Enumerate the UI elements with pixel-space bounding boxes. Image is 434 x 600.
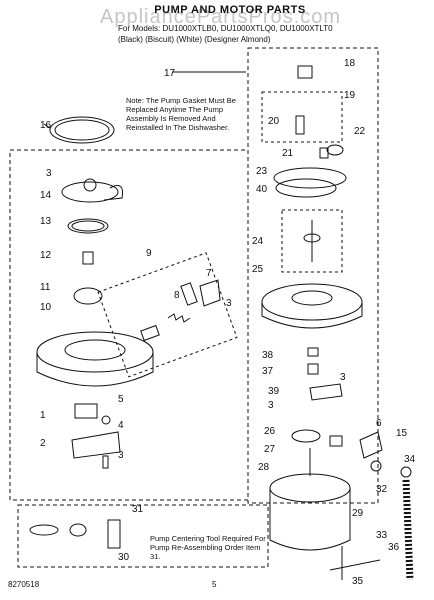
callout-17: 17	[164, 68, 176, 79]
callout-labels: 16 17 18 19 20 21 22 23 40 24 25 3 14 13…	[40, 58, 416, 587]
callout-6: 6	[376, 418, 382, 429]
callout-30: 30	[118, 552, 130, 563]
pump-housing	[36, 331, 154, 373]
models-line: For Models: DU1000XTLB0, DU1000XTLQ0, DU…	[118, 24, 333, 33]
spring	[167, 313, 191, 323]
callout-19: 19	[344, 90, 356, 101]
callout-39: 39	[268, 386, 280, 397]
bracket-39	[309, 383, 343, 401]
callout-31: 31	[132, 504, 144, 515]
pump-gasket-16	[49, 116, 115, 144]
bracket-7	[199, 279, 221, 307]
solenoid-8	[180, 282, 198, 306]
callout-21: 21	[282, 148, 294, 159]
callout-12: 12	[40, 250, 52, 261]
callout-20: 20	[268, 116, 280, 127]
motor-28	[269, 473, 351, 503]
callout-13: 13	[40, 216, 52, 227]
plate-40	[275, 178, 337, 198]
callout-36: 36	[388, 542, 400, 553]
clamp-32	[370, 460, 382, 472]
part-38	[307, 347, 319, 357]
pump-gasket-note: Note: The Pump Gasket Must Be Replaced A…	[126, 96, 236, 132]
callout-23: 23	[256, 166, 268, 177]
centering-tool-note: Pump Centering Tool Required For Pump Re…	[150, 534, 266, 561]
diagram-title: PUMP AND MOTOR PARTS	[154, 4, 306, 16]
callout-38: 38	[262, 350, 274, 361]
callout-25: 25	[252, 264, 264, 275]
callout-8: 8	[174, 290, 180, 301]
nut-12	[82, 251, 94, 265]
callout-26: 26	[264, 426, 276, 437]
colors-line: (Black) (Biscuit) (White) (Designer Almo…	[118, 35, 271, 44]
callout-27: 27	[264, 444, 276, 455]
washer-21	[319, 147, 329, 159]
callout-9: 9	[146, 248, 152, 259]
frame-right-motor	[247, 47, 379, 504]
frame-9-valve	[97, 252, 238, 378]
cap-18	[297, 65, 313, 79]
callout-14: 14	[40, 190, 52, 201]
callout-11: 11	[40, 282, 51, 293]
callout-29: 29	[352, 508, 364, 519]
callout-22: 22	[354, 126, 366, 137]
frame-bottom-tools	[17, 504, 269, 568]
oring-13	[67, 218, 109, 234]
hose-33	[402, 479, 414, 581]
callout-3e: 3	[118, 450, 124, 461]
callout-1: 1	[40, 410, 46, 421]
callout-3c: 3	[340, 372, 346, 383]
cam-23	[273, 167, 347, 189]
part-37	[307, 363, 319, 375]
page-number: 5	[212, 580, 217, 589]
motor-mount-25	[261, 283, 363, 321]
callout-3d: 3	[268, 400, 274, 411]
callout-16: 16	[40, 120, 52, 131]
callout-2: 2	[40, 438, 46, 449]
callout-3a: 3	[46, 168, 52, 179]
callout-3b: 3	[226, 298, 232, 309]
frame-left-pump	[9, 149, 249, 501]
gasket-30a	[29, 524, 59, 536]
grommet-5	[101, 415, 111, 425]
doc-number: 8270518	[8, 580, 40, 589]
callout-32: 32	[376, 484, 388, 495]
callout-33: 33	[376, 530, 388, 541]
seal-20	[295, 115, 305, 135]
bracket-35	[329, 559, 381, 571]
callout-40: 40	[256, 184, 268, 195]
callout-5: 5	[118, 394, 124, 405]
callout-28: 28	[258, 462, 270, 473]
fitting-15	[359, 431, 383, 459]
impeller-11	[73, 287, 103, 305]
callout-4: 4	[118, 420, 124, 431]
frame-19	[261, 91, 343, 143]
watermark: AppliancePartsPros.com	[100, 6, 341, 28]
ring-22	[326, 144, 344, 156]
pump-cover-14	[61, 181, 119, 203]
callout-35: 35	[352, 576, 364, 587]
clamp-34	[400, 466, 412, 478]
callout-7: 7	[206, 268, 212, 279]
gasket-30b	[69, 523, 87, 537]
connector-27	[329, 435, 343, 447]
chopper-1	[74, 403, 98, 419]
valve-body	[140, 324, 160, 342]
washer-26	[291, 429, 321, 443]
callout-10: 10	[40, 302, 52, 313]
callout-18: 18	[344, 58, 356, 69]
callout-37: 37	[262, 366, 274, 377]
frame-24	[281, 209, 343, 273]
callout-24: 24	[252, 236, 264, 247]
tool-31	[107, 519, 121, 549]
filter-2	[71, 431, 121, 459]
callout-34: 34	[404, 454, 416, 465]
callout-15: 15	[396, 428, 408, 439]
